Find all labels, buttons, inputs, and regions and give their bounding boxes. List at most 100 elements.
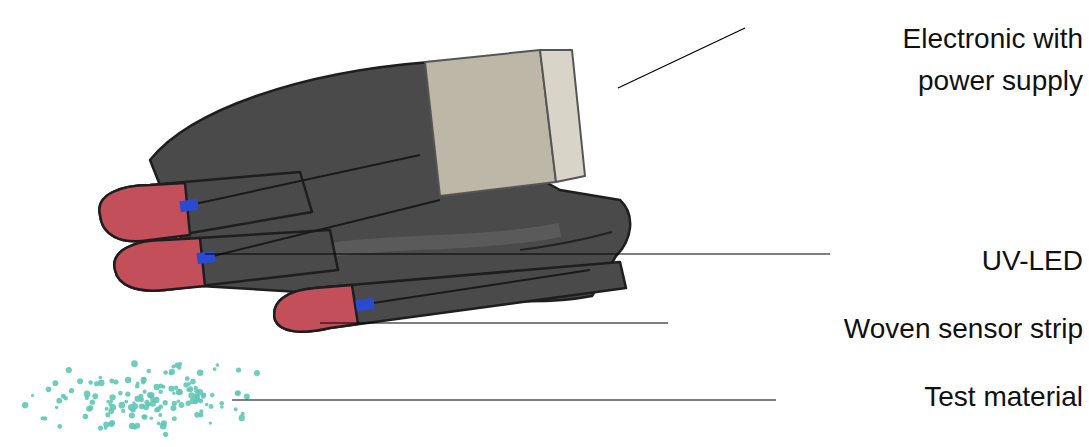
- glove-seam: [520, 232, 612, 250]
- test-particle: [85, 396, 89, 400]
- test-particle: [161, 420, 167, 426]
- test-particle: [141, 404, 145, 408]
- sensor-fingertip: [274, 285, 358, 332]
- test-particle: [234, 407, 238, 411]
- test-particle: [169, 369, 175, 375]
- test-particle: [146, 369, 151, 374]
- electronics-box: [425, 50, 556, 196]
- test-particle: [219, 401, 224, 406]
- glove: [99, 50, 630, 332]
- test-particle: [235, 390, 241, 396]
- test-particle: [254, 370, 260, 376]
- callout-label: Test material: [783, 380, 1083, 414]
- test-particle: [31, 394, 34, 397]
- leader-line: [618, 28, 745, 88]
- test-particle: [202, 393, 207, 398]
- test-particle: [57, 424, 62, 429]
- test-particle: [194, 386, 198, 390]
- test-particle: [179, 402, 185, 408]
- test-particle: [186, 388, 190, 392]
- test-particle: [163, 370, 168, 375]
- test-particle: [118, 391, 123, 396]
- test-particle: [239, 415, 245, 421]
- callout-label: Electronic with power supply: [878, 18, 1083, 102]
- test-particle: [64, 396, 68, 400]
- test-particle: [190, 379, 196, 385]
- electronics-box-side: [540, 50, 585, 182]
- test-particle: [135, 384, 140, 389]
- test-particle: [118, 402, 125, 409]
- test-particle: [157, 422, 161, 426]
- test-particle: [109, 394, 115, 400]
- sensor-fingertip: [99, 183, 190, 241]
- test-particle: [90, 400, 95, 405]
- test-particle: [52, 380, 58, 386]
- test-particle: [108, 421, 114, 427]
- test-particles: [22, 360, 260, 437]
- test-particle: [129, 423, 136, 430]
- test-particle: [105, 412, 110, 417]
- test-particle: [168, 386, 174, 392]
- test-particle: [244, 394, 250, 400]
- test-particle: [154, 384, 160, 390]
- test-particle: [131, 360, 138, 367]
- test-particle: [121, 409, 125, 413]
- test-particle: [197, 370, 203, 376]
- test-particle: [99, 376, 103, 380]
- test-particle: [69, 388, 74, 393]
- test-particle: [77, 378, 83, 384]
- test-particle: [177, 389, 182, 394]
- test-particle: [178, 362, 182, 366]
- finger: [114, 230, 338, 291]
- test-particle: [46, 387, 52, 393]
- test-particle: [106, 400, 110, 404]
- test-particle: [163, 400, 168, 405]
- test-particle: [178, 391, 182, 395]
- test-particle: [142, 377, 145, 380]
- test-particle: [66, 367, 72, 373]
- sensor-fingertip: [114, 238, 205, 291]
- glove-shading: [330, 230, 560, 250]
- callout-label: UV-LED: [783, 244, 1083, 278]
- test-particle: [132, 403, 138, 409]
- test-particle: [109, 420, 115, 426]
- test-particle: [103, 421, 109, 427]
- test-particle: [124, 400, 128, 404]
- test-particle: [114, 379, 119, 384]
- test-particle: [143, 390, 147, 394]
- leader-line: [320, 322, 668, 323]
- test-particle: [154, 408, 159, 413]
- test-particle: [220, 405, 224, 409]
- test-particle: [210, 393, 215, 398]
- test-particle: [235, 391, 239, 395]
- test-particle: [41, 416, 45, 420]
- uv-led: [179, 199, 198, 212]
- test-particle: [150, 416, 154, 420]
- leader-line: [232, 399, 776, 400]
- finger: [274, 262, 626, 332]
- test-particle: [98, 379, 105, 386]
- test-particle: [172, 392, 175, 395]
- test-particle: [158, 404, 163, 409]
- test-particle: [193, 399, 198, 404]
- test-particle: [55, 406, 58, 409]
- test-particle: [22, 402, 28, 408]
- test-particle: [177, 400, 180, 403]
- test-particle: [185, 400, 190, 405]
- test-particle: [129, 412, 135, 418]
- test-particle: [209, 421, 212, 424]
- test-particle: [88, 380, 92, 384]
- test-particle: [216, 363, 220, 367]
- test-particle: [158, 413, 162, 417]
- uv-led: [196, 251, 215, 264]
- test-particle: [170, 405, 176, 411]
- sensor-wire: [190, 155, 420, 205]
- test-particle: [105, 407, 109, 411]
- test-particle: [213, 367, 217, 371]
- test-particle: [185, 376, 190, 381]
- test-particle: [174, 386, 178, 390]
- test-particle: [109, 378, 114, 383]
- test-particle: [142, 414, 147, 419]
- test-particle: [198, 412, 203, 417]
